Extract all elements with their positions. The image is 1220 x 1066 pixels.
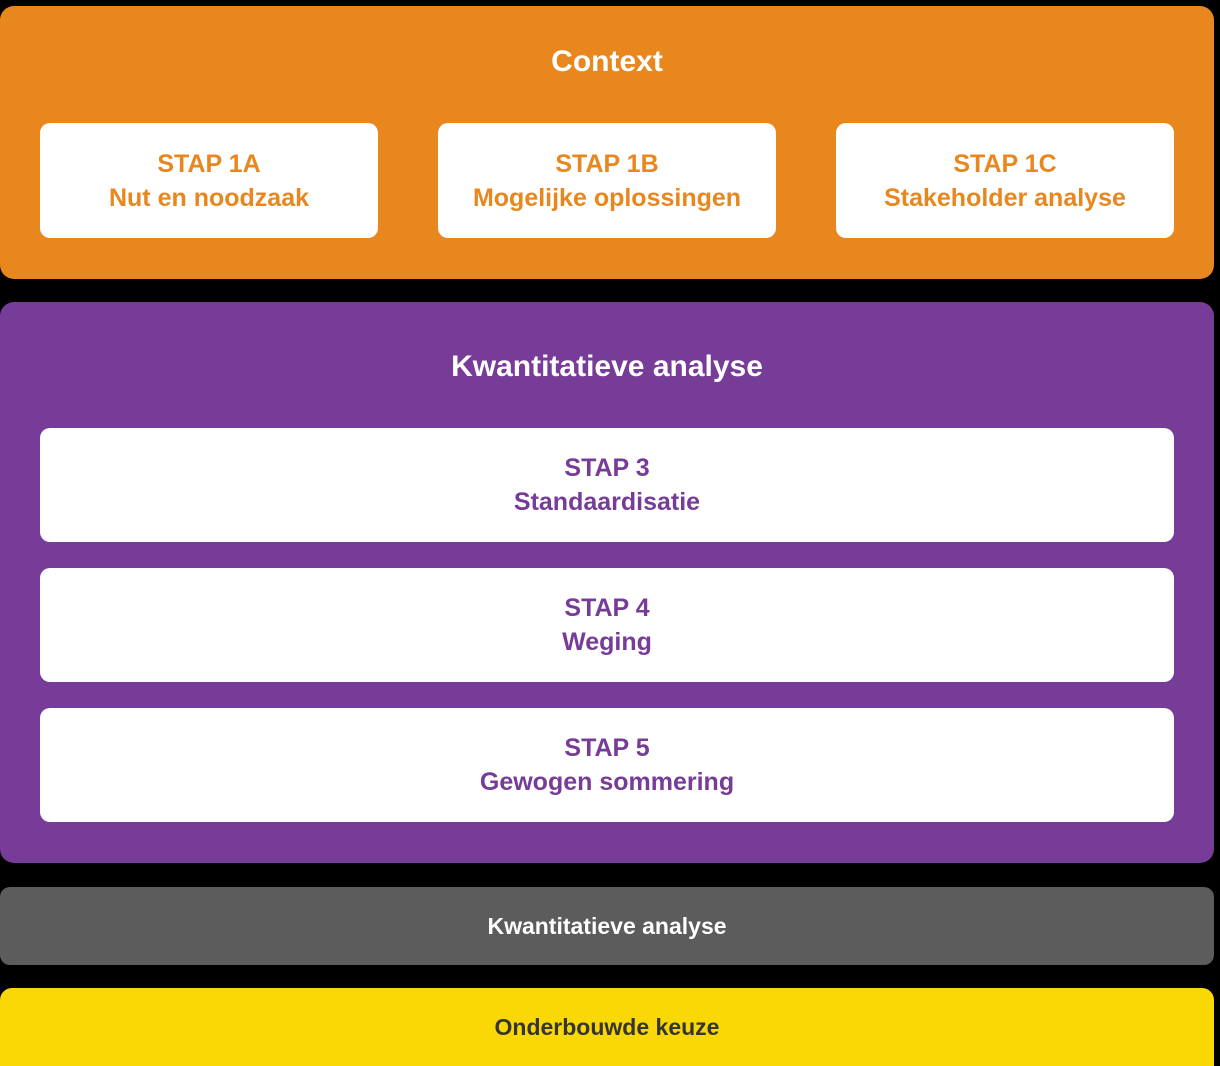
conclusion-bar: Onderbouwde keuze (0, 988, 1214, 1066)
step-card-1a: STAP 1A Nut en noodzaak (40, 123, 378, 238)
step-card-5: STAP 5 Gewogen sommering (40, 708, 1174, 822)
step-card-5-step: STAP 5 (564, 734, 650, 762)
conclusion-bar-label: Onderbouwde keuze (494, 1013, 720, 1040)
step-card-1a-label: Nut en noodzaak (108, 183, 309, 212)
step-card-1b-label: Mogelijke oplossingen (472, 183, 742, 212)
step-card-4-label: Weging (562, 628, 652, 656)
step-card-1c: STAP 1C Stakeholder analyse (836, 123, 1174, 238)
step-card-1c-label: Stakeholder analyse (884, 183, 1126, 212)
step-card-1c-step: STAP 1C (953, 149, 1057, 178)
step-card-3-step: STAP 3 (564, 454, 650, 482)
context-card-row: STAP 1A Nut en noodzaak STAP 1B Mogelijk… (40, 123, 1174, 238)
quantitative-analysis-section: Kwantitatieve analyse STAP 3 Standaardis… (0, 302, 1214, 863)
step-card-1a-step: STAP 1A (157, 149, 261, 178)
context-section: Context STAP 1A Nut en noodzaak STAP 1B … (0, 6, 1214, 279)
context-section-title: Context (551, 45, 663, 78)
quantitative-card-stack: STAP 3 Standaardisatie STAP 4 Weging STA… (40, 428, 1174, 822)
step-card-1b-step: STAP 1B (555, 149, 659, 178)
step-card-3: STAP 3 Standaardisatie (40, 428, 1174, 542)
step-card-3-label: Standaardisatie (513, 488, 701, 516)
step-card-4: STAP 4 Weging (40, 568, 1174, 682)
quantitative-section-title: Kwantitatieve analyse (451, 350, 763, 383)
step-card-4-step: STAP 4 (564, 594, 650, 622)
gray-analysis-bar-label: Kwantitatieve analyse (487, 912, 727, 939)
step-card-1b: STAP 1B Mogelijke oplossingen (438, 123, 776, 238)
step-card-5-label: Gewogen sommering (479, 768, 735, 796)
gray-analysis-bar: Kwantitatieve analyse (0, 887, 1214, 965)
